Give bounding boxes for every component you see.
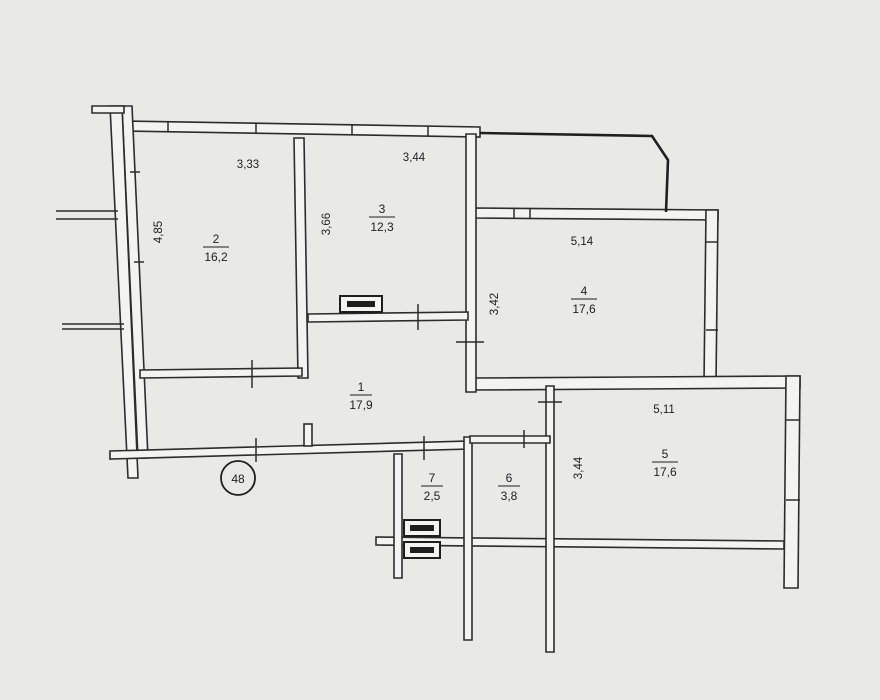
room-area: 3,8 (501, 489, 518, 503)
wall-bottom-long (375, 536, 785, 550)
wall-left-7 (393, 453, 403, 579)
room-number: 4 (581, 284, 588, 298)
wall-3-4 (465, 133, 477, 393)
dim-room3-width: 3,44 (403, 152, 426, 164)
wall-under-2 (139, 367, 303, 379)
room-number: 2 (213, 232, 220, 246)
room-area: 17,6 (572, 302, 596, 316)
room-label-3: 3 12,3 (369, 202, 395, 234)
wall-room4-top (473, 207, 719, 221)
wall-bottom-left (109, 440, 471, 460)
room-area: 16,2 (204, 250, 228, 264)
exterior-walls (56, 105, 801, 589)
wall-7-6 (463, 436, 473, 641)
fixtures (339, 295, 441, 559)
room-area: 12,3 (370, 220, 394, 234)
wall-top (121, 120, 481, 138)
dim-room2-height: 4,85 (153, 221, 165, 243)
dim-room5-width: 5,11 (653, 404, 675, 416)
room-label-1: 1 17,9 (349, 380, 373, 412)
wall-2-3 (293, 137, 309, 379)
room-label-5: 5 17,6 (652, 447, 678, 479)
room-area: 17,9 (349, 398, 373, 412)
wall-stub-top-left (91, 105, 125, 114)
wall-top-6 (469, 435, 551, 444)
interior-walls (139, 133, 555, 653)
room-number: 1 (358, 380, 365, 394)
window-marks (130, 122, 800, 501)
marker-label: 48 (231, 472, 245, 486)
dim-room4-height: 3,42 (489, 293, 501, 315)
room-number: 6 (506, 471, 513, 485)
marker-circle-icon (220, 460, 256, 496)
room-label-6: 6 3,8 (498, 471, 520, 503)
wall-room4-right (703, 209, 719, 385)
apartment-marker: 48 (220, 460, 256, 496)
wall-under-3 (307, 311, 469, 323)
room-label-7: 7 2,5 (421, 471, 443, 503)
wall-room5-right (783, 375, 801, 589)
room-area: 17,6 (653, 465, 677, 479)
balcony-outline (479, 131, 670, 213)
dim-room2-width: 3,33 (237, 159, 259, 171)
dim-room3-height: 3,66 (321, 213, 333, 235)
room-label-4: 4 17,6 (571, 284, 597, 316)
wall-6-5 (545, 385, 555, 653)
wall-4-5 (473, 375, 801, 391)
wall-stub-corridor (303, 423, 313, 447)
room-area: 2,5 (424, 489, 441, 503)
room-number: 7 (429, 471, 436, 485)
room-number: 5 (662, 447, 669, 461)
room-number: 3 (379, 202, 386, 216)
dim-room5-height: 3,44 (573, 456, 585, 479)
dim-room4-width: 5,14 (571, 236, 594, 248)
room-label-2: 2 16,2 (203, 232, 229, 264)
